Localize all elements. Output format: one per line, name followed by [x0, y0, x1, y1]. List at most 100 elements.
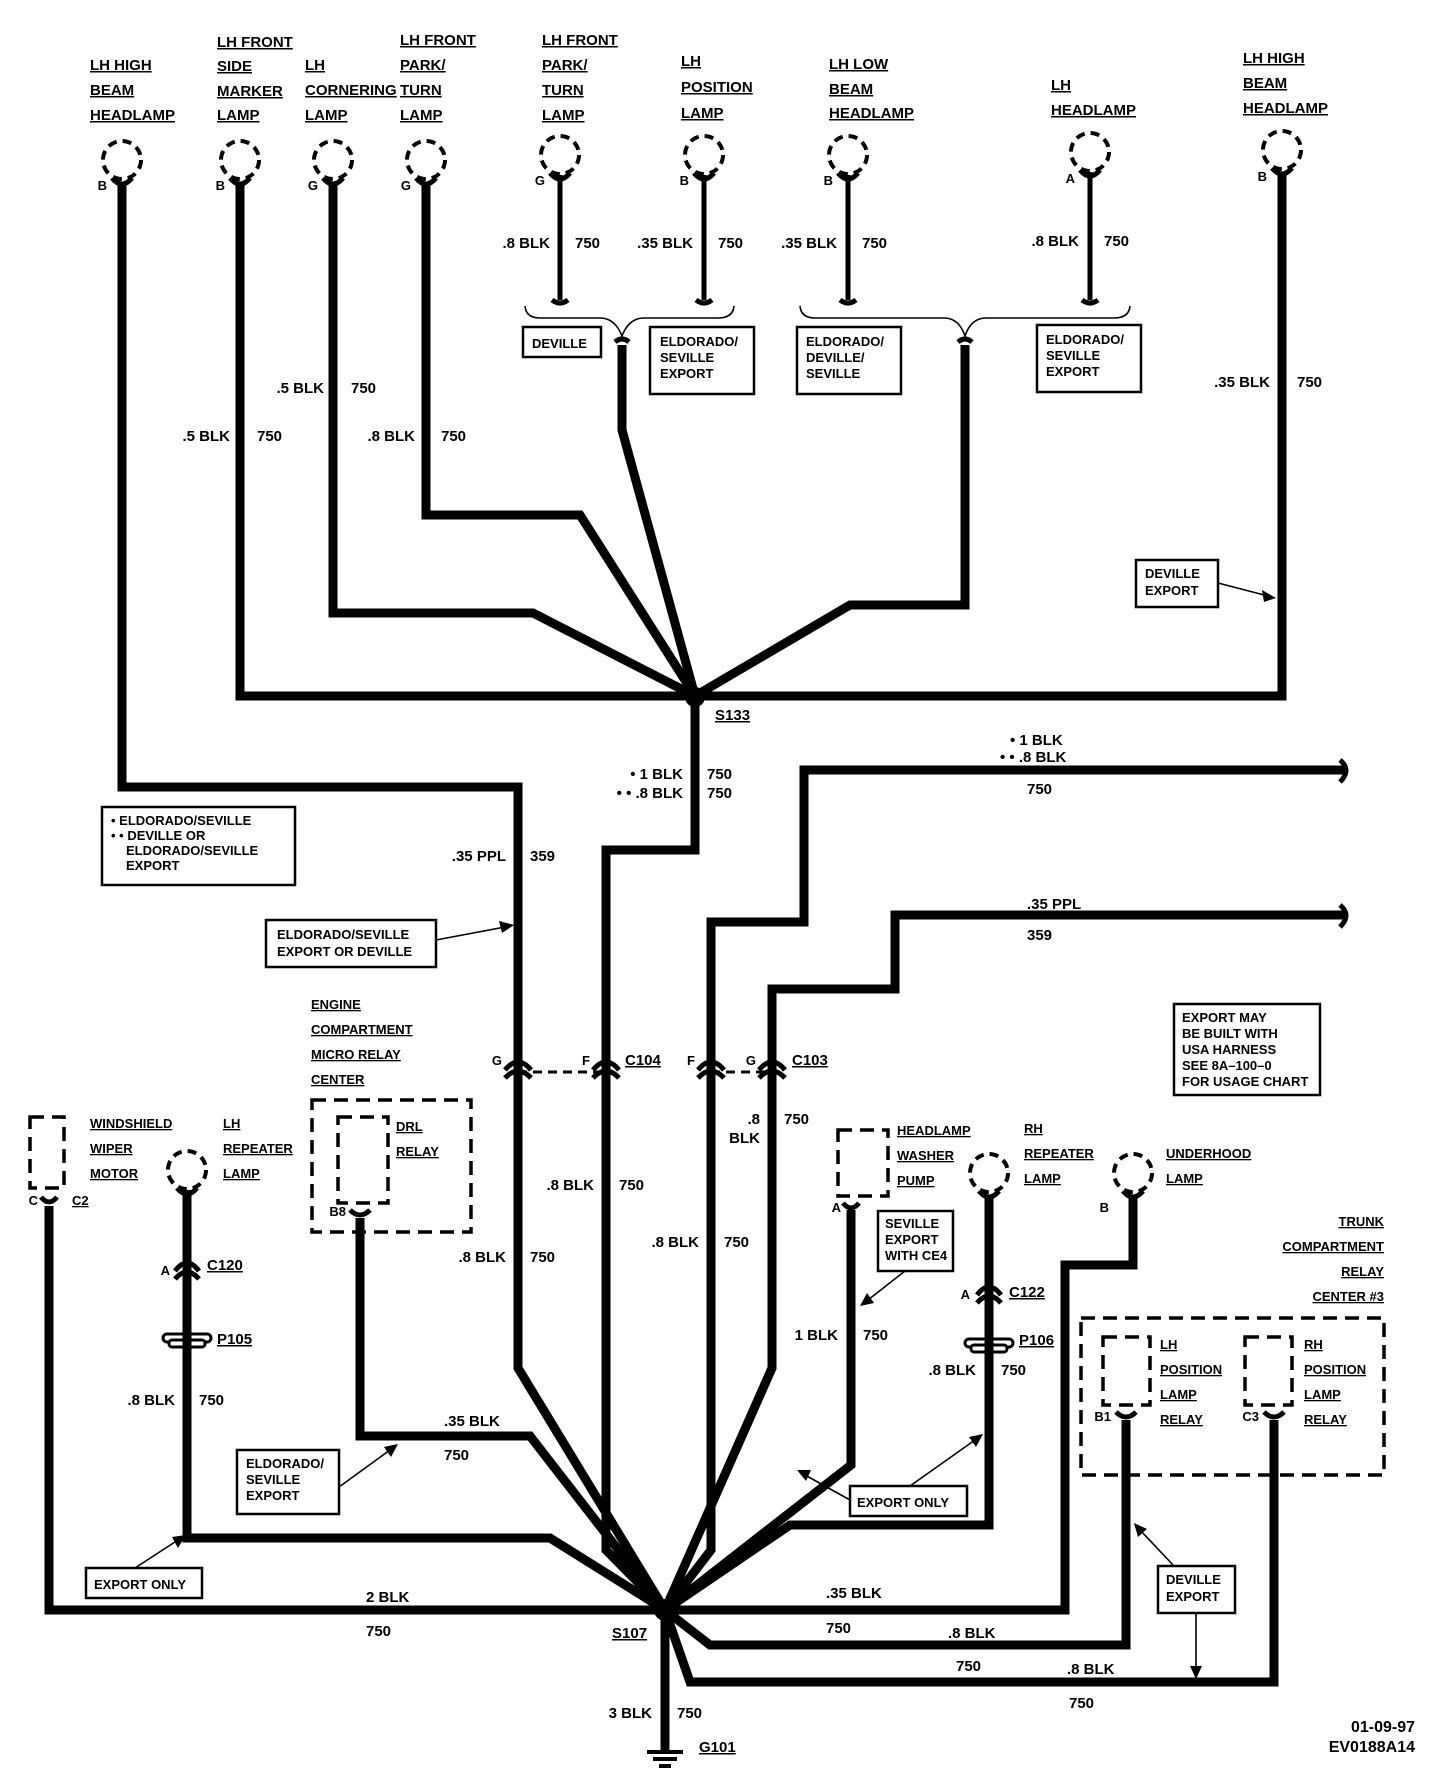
svg-text:WASHER: WASHER — [897, 1148, 955, 1163]
variant-box-deville: DEVILLE — [521, 325, 603, 359]
svg-text:DEVILLE: DEVILLE — [532, 336, 587, 351]
wire-label-c104-f: .8 BLK 750 — [546, 1177, 644, 1194]
wire-drl-relay — [355, 1218, 669, 1613]
svg-text:WINDSHIELD: WINDSHIELD — [90, 1116, 172, 1131]
svg-text:.35 BLK: .35 BLK — [444, 1413, 500, 1430]
svg-text:C103: C103 — [792, 1052, 828, 1069]
engine-compartment-micro-relay-center: ENGINE COMPARTMENT MICRO RELAY CENTER DR… — [310, 997, 473, 1234]
svg-text:PARK/: PARK/ — [542, 57, 588, 74]
svg-text:A: A — [961, 1287, 971, 1302]
svg-text:POSITION: POSITION — [1160, 1362, 1222, 1377]
svg-text:750: 750 — [707, 785, 732, 802]
svg-text:LAMP: LAMP — [400, 107, 443, 124]
connector-c104-c103: G F C104 F G C103 — [492, 1052, 828, 1080]
wire-label-c104-g: .8 BLK 750 — [458, 1249, 555, 1266]
svg-text:TURN: TURN — [542, 82, 584, 99]
wire-label-s133-down: • 1 BLK 750 • • .8 BLK 750 — [617, 766, 732, 802]
svg-text:LAMP: LAMP — [542, 107, 585, 124]
wire-label-lh-pos-relay: .8 BLK 750 — [948, 1625, 996, 1675]
svg-text:ELDORADO/: ELDORADO/ — [1046, 332, 1124, 347]
svg-text:MICRO RELAY: MICRO RELAY — [311, 1047, 401, 1062]
wire-label-w5: .35 BLK 750 — [637, 235, 743, 252]
splice-s133: S133 — [685, 687, 750, 724]
variant-box-eldorado-seville-export-2: ELDORADO/ SEVILLE EXPORT — [1035, 323, 1143, 394]
wire-branch-left — [617, 345, 700, 698]
svg-text:.35 PPL: .35 PPL — [452, 848, 506, 865]
wire-label-rh-pos-relay: .8 BLK 750 — [1067, 1661, 1115, 1712]
lamp-symbol-lh-park-turn-2: G — [535, 134, 581, 188]
svg-text:LH: LH — [223, 1116, 240, 1131]
svg-text:TRUNK: TRUNK — [1339, 1214, 1385, 1229]
svg-text:EXPORT MAY: EXPORT MAY — [1182, 1010, 1267, 1025]
wire-underhood — [665, 1195, 1138, 1615]
export-note-box: EXPORT MAY BE BUILT WITH USA HARNESS SEE… — [1172, 1002, 1322, 1097]
wire-right-blk — [661, 765, 1345, 1613]
svg-text:G: G — [746, 1053, 756, 1068]
svg-text:RH: RH — [1024, 1121, 1043, 1136]
wire-lh-high-beam-left — [117, 182, 669, 1613]
svg-text:FOR USAGE CHART: FOR USAGE CHART — [1182, 1074, 1308, 1089]
svg-text:POSITION: POSITION — [1304, 1362, 1366, 1377]
svg-text:LH: LH — [681, 53, 701, 70]
svg-text:REPEATER: REPEATER — [223, 1141, 293, 1156]
svg-text:F: F — [687, 1053, 695, 1068]
svg-text:POSITION: POSITION — [681, 79, 753, 96]
pass-through-p106: P106 — [963, 1332, 1054, 1354]
svg-text:1 BLK: 1 BLK — [795, 1327, 839, 1344]
svg-text:BLK: BLK — [729, 1130, 760, 1147]
svg-text:.35 BLK: .35 BLK — [637, 235, 693, 252]
svg-text:C2: C2 — [72, 1193, 89, 1208]
svg-text:.35 BLK: .35 BLK — [781, 235, 837, 252]
lamp-symbol-lh-headlamp: A — [1066, 131, 1111, 186]
svg-text:G101: G101 — [699, 1739, 736, 1756]
wire-lh-park-turn — [421, 182, 699, 699]
svg-text:A: A — [832, 1200, 842, 1215]
diagram-footer: 01-09-97 EV0188A14 — [1329, 1719, 1415, 1756]
svg-text:BE BUILT WITH: BE BUILT WITH — [1182, 1026, 1278, 1041]
svg-text:750: 750 — [677, 1705, 702, 1722]
component-label-lh-low-beam-headlamp: LH LOW BEAM HEADLAMP — [829, 56, 914, 122]
svg-text:DEVILLE: DEVILLE — [1145, 566, 1200, 581]
lamp-symbol-lh-position: B — [680, 134, 725, 188]
svg-text:EXPORT: EXPORT — [1145, 583, 1199, 598]
svg-text:EXPORT: EXPORT — [126, 858, 180, 873]
svg-text:SEE 8A–100–0: SEE 8A–100–0 — [1182, 1058, 1272, 1073]
svg-text:SEVILLE: SEVILLE — [246, 1472, 301, 1487]
svg-text:• 1 BLK: • 1 BLK — [1010, 732, 1063, 749]
svg-text:3 BLK: 3 BLK — [609, 1705, 653, 1722]
wire-label-w8: .35 BLK 750 — [1214, 374, 1322, 391]
svg-text:750: 750 — [862, 235, 887, 252]
svg-text:COMPARTMENT: COMPARTMENT — [1282, 1239, 1384, 1254]
svg-text:.8 BLK: .8 BLK — [458, 1249, 506, 1266]
svg-text:P105: P105 — [217, 1331, 252, 1348]
svg-text:.35 BLK: .35 BLK — [826, 1585, 882, 1602]
svg-text:EXPORT: EXPORT — [1166, 1589, 1220, 1604]
lamp-symbol-lh-high-beam-right: B — [1258, 129, 1303, 184]
svg-text:BEAM: BEAM — [1243, 75, 1287, 92]
svg-text:REPEATER: REPEATER — [1024, 1146, 1094, 1161]
wire-washer-pump — [662, 1210, 856, 1614]
lamp-symbol-lh-low-beam: B — [824, 134, 869, 188]
variant-box-deville-export-top: DEVILLE EXPORT — [1134, 558, 1276, 609]
svg-text:UNDERHOOD: UNDERHOOD — [1166, 1146, 1251, 1161]
svg-text:LAMP: LAMP — [1024, 1171, 1061, 1186]
svg-text:DEVILLE/: DEVILLE/ — [806, 350, 865, 365]
svg-text:ELDORADO/SEVILLE: ELDORADO/SEVILLE — [126, 843, 259, 858]
svg-text:ENGINE: ENGINE — [311, 997, 361, 1012]
svg-text:A: A — [161, 1263, 171, 1278]
svg-text:.8 BLK: .8 BLK — [367, 428, 415, 445]
wire-rh-repeater — [662, 1195, 994, 1614]
wire-label-lh-repeater: .8 BLK 750 — [127, 1392, 224, 1409]
svg-text:750: 750 — [530, 1249, 555, 1266]
wire-rh-pos-relay — [660, 1420, 1279, 1687]
component-label-lh-front-park-turn-lamp-2: LH FRONT PARK/ TURN LAMP — [542, 32, 618, 124]
svg-text:HEADLAMP: HEADLAMP — [1051, 102, 1136, 119]
wire-label-drl: .35 BLK 750 — [444, 1413, 500, 1464]
svg-text:LH HIGH: LH HIGH — [90, 57, 152, 74]
svg-text:TURN: TURN — [400, 82, 442, 99]
svg-text:EXPORT OR DEVILLE: EXPORT OR DEVILLE — [277, 944, 412, 959]
svg-text:EV0188A14: EV0188A14 — [1329, 1739, 1415, 1756]
svg-text:LH FRONT: LH FRONT — [542, 32, 618, 49]
svg-text:F: F — [582, 1053, 590, 1068]
variant-box-seville-export-ce4: SEVILLE EXPORT WITH CE4 — [860, 1209, 955, 1306]
